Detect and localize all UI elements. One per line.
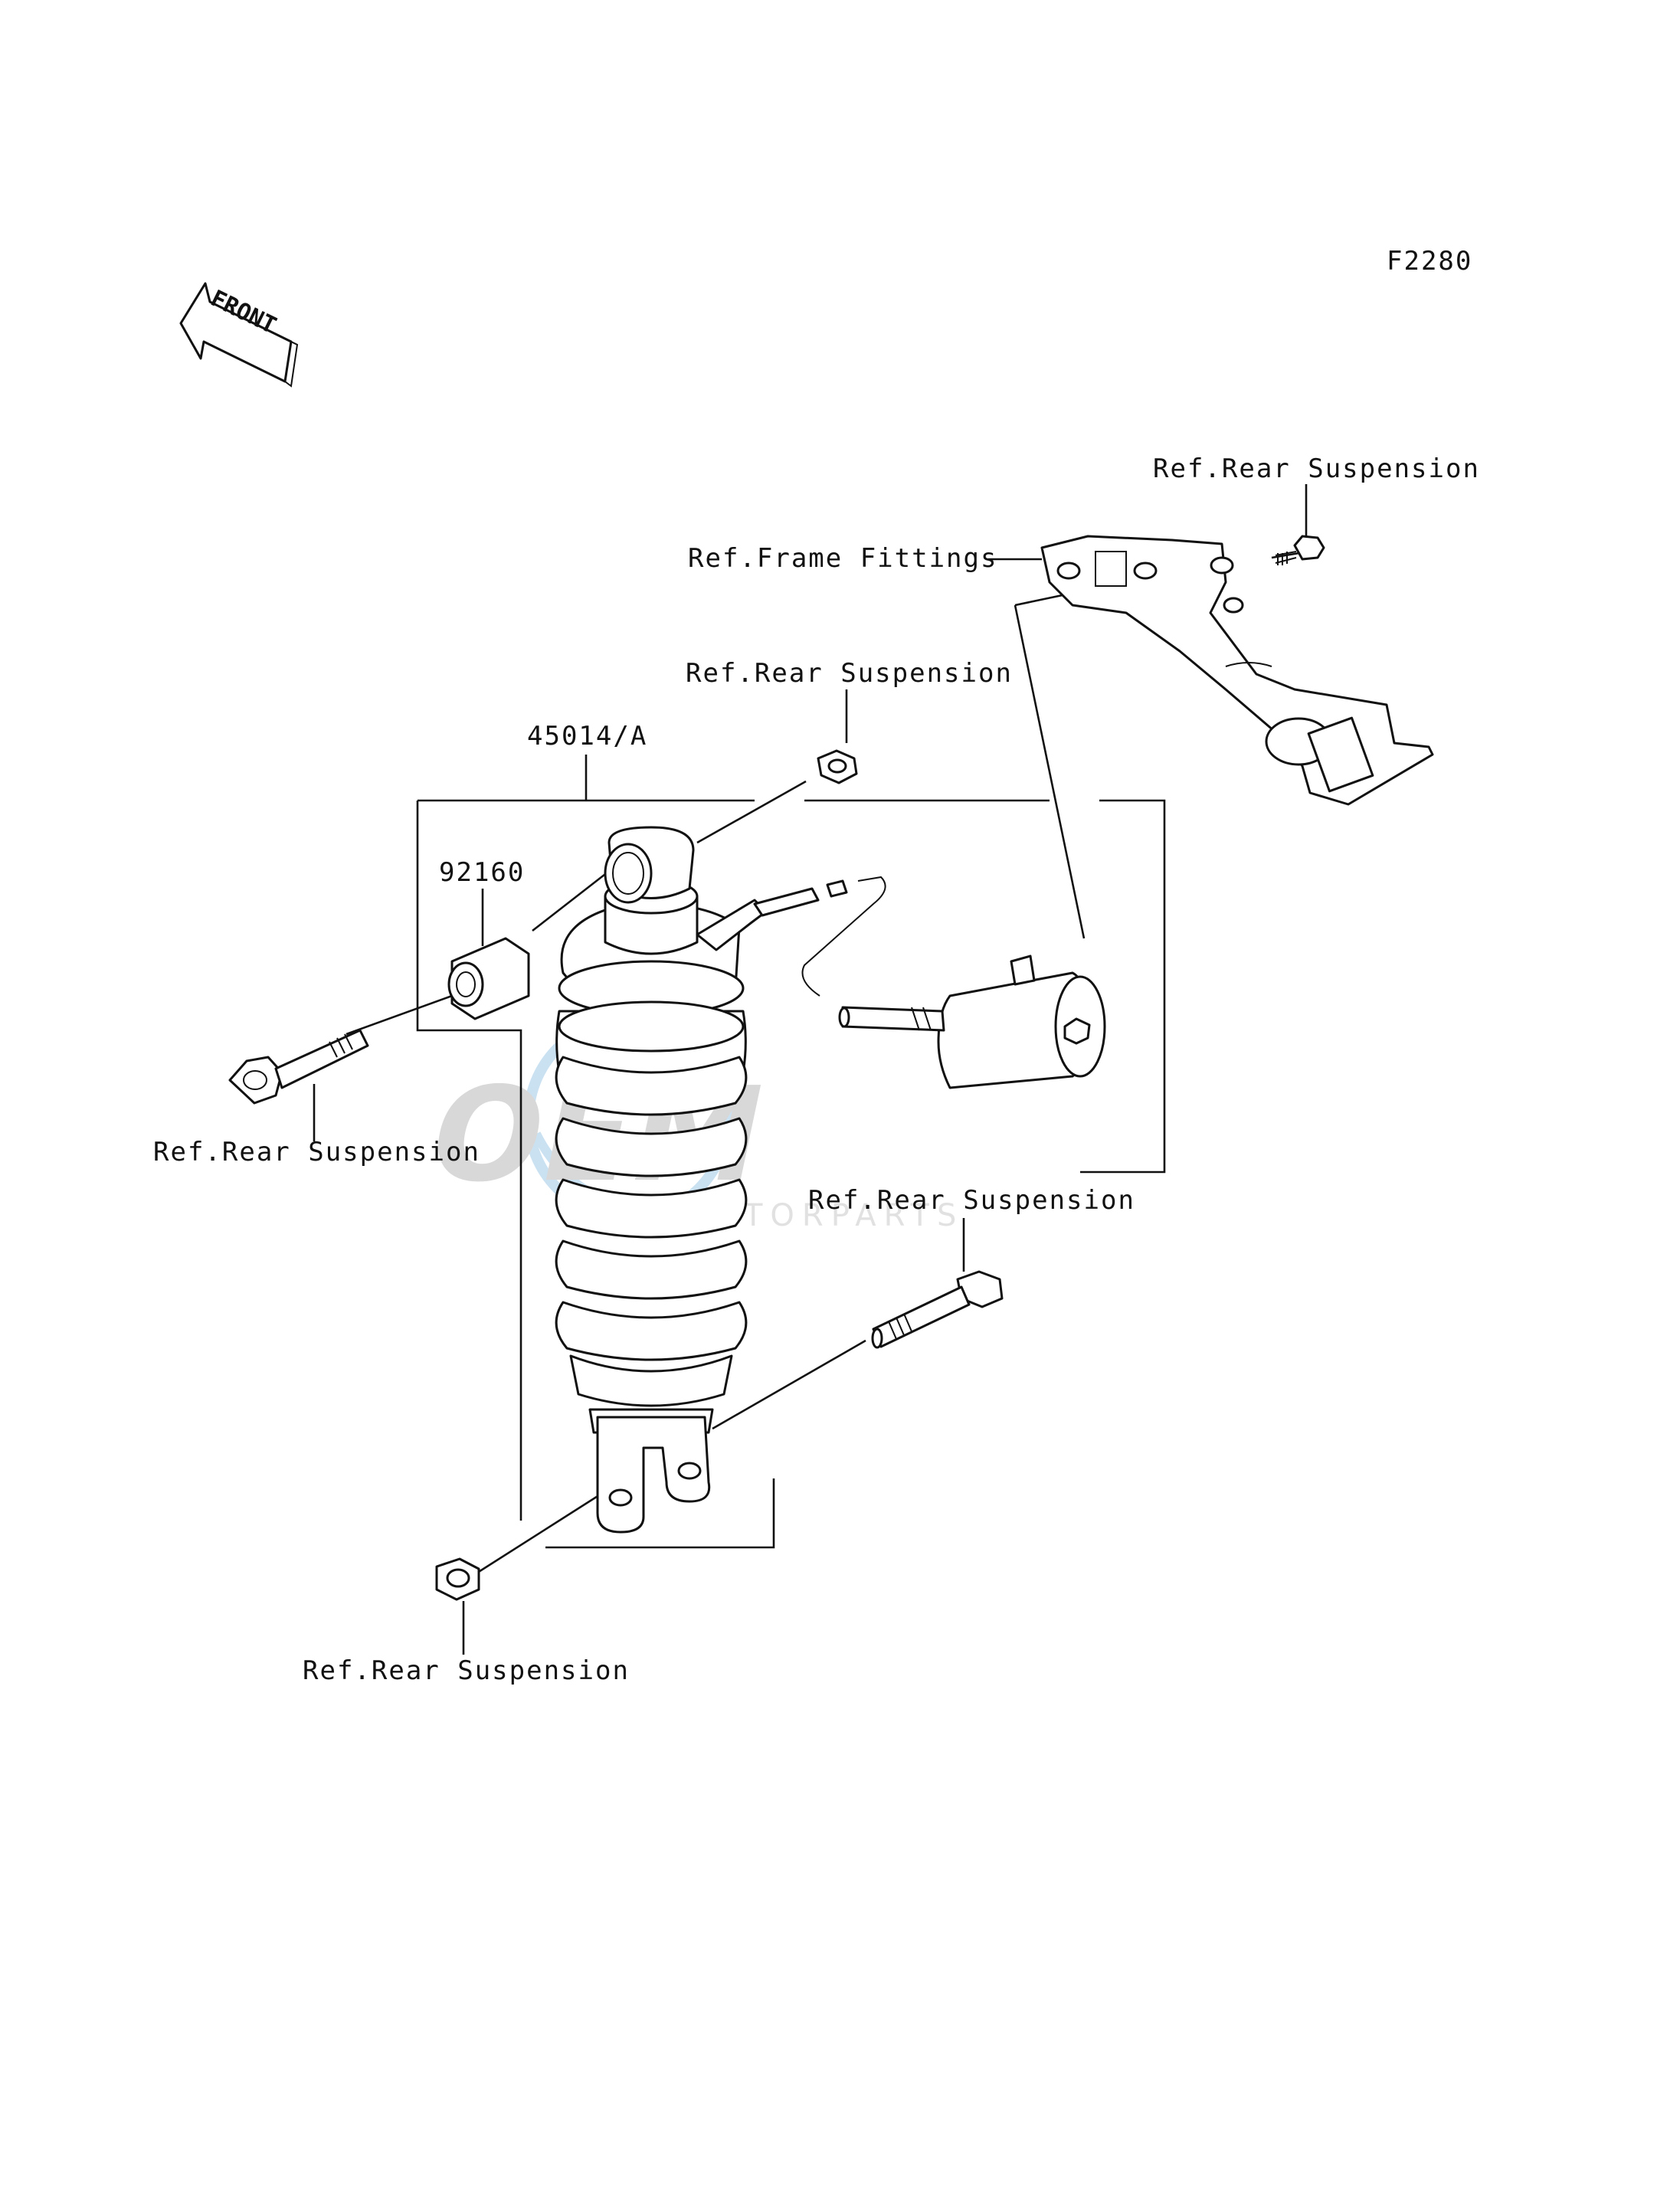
label-part-92160[interactable]: 92160 — [439, 857, 525, 888]
reservoir-canister[interactable] — [838, 954, 1106, 1089]
bolt-right[interactable] — [871, 1270, 1004, 1349]
shock-absorber[interactable] — [555, 826, 886, 1534]
bolt-top-right[interactable] — [1275, 535, 1325, 565]
leader-lines — [313, 484, 1318, 1655]
nut-bottom[interactable] — [435, 1557, 480, 1601]
label-ref-rear-suspension-top-right[interactable]: Ref.Rear Suspension — [1153, 453, 1480, 484]
label-ref-rear-suspension-right-bolt[interactable]: Ref.Rear Suspension — [808, 1185, 1135, 1216]
label-ref-frame-fittings[interactable]: Ref.Frame Fittings — [688, 543, 997, 574]
collar-92160[interactable] — [447, 937, 530, 1020]
front-arrow-icon: FRONT — [179, 282, 299, 388]
nut-top[interactable] — [817, 749, 858, 784]
label-ref-rear-suspension-left-bolt[interactable]: Ref.Rear Suspension — [153, 1137, 480, 1167]
figure-code: F2280 — [1387, 246, 1472, 277]
label-ref-rear-suspension-bottom-nut[interactable]: Ref.Rear Suspension — [303, 1655, 630, 1686]
label-part-45014[interactable]: 45014/A — [527, 721, 647, 751]
bolt-left[interactable] — [228, 1029, 369, 1105]
label-ref-rear-suspension-top-nut[interactable]: Ref.Rear Suspension — [686, 658, 1013, 689]
frame-fitting-bracket[interactable] — [1040, 535, 1434, 806]
